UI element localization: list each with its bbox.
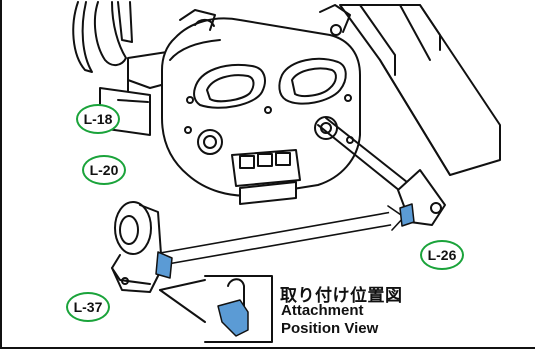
insertion-arrow [159,205,405,266]
part-label-l37: L-37 [66,292,110,322]
chassis-body [161,4,361,205]
position-view-detail [159,275,273,343]
detached-part-l37 [111,201,163,293]
position-view-title-en-line1: Attachment [281,302,364,319]
part-label-l20: L-20 [82,155,126,185]
highlight-part-l26 [399,203,415,227]
part-label-l26: L-26 [420,240,464,270]
highlight-part-l37 [155,251,173,279]
position-view-title-ja: 取り付け位置図 [280,286,403,306]
part-label-l18: L-18 [76,104,120,134]
upper-left-frame-part [72,1,133,73]
highlight-part-detail [217,299,249,337]
right-rail-block [339,4,501,176]
position-view-title-en-line2: Position View [281,320,379,337]
